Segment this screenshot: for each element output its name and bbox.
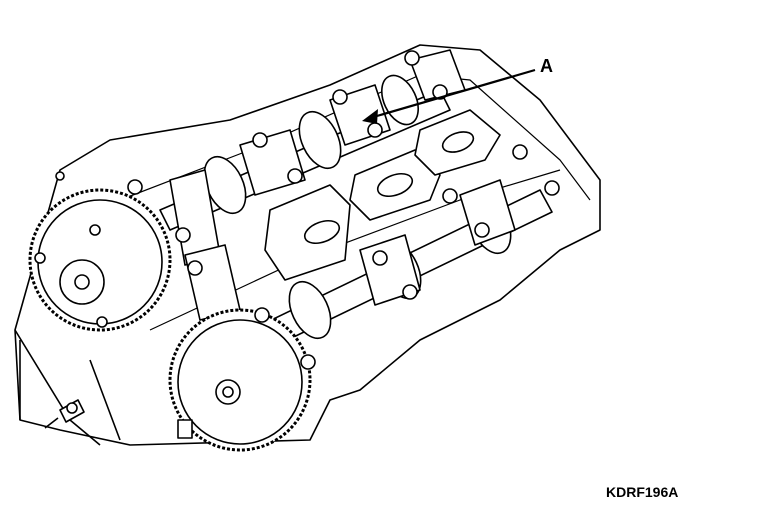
sprocket-lower [168, 308, 312, 452]
figure-code: KDRF196A [606, 484, 679, 500]
bolts [127, 50, 560, 370]
callout-label-a: A [540, 56, 553, 76]
sprocket-upper [28, 171, 172, 332]
callout-leader [369, 68, 536, 120]
